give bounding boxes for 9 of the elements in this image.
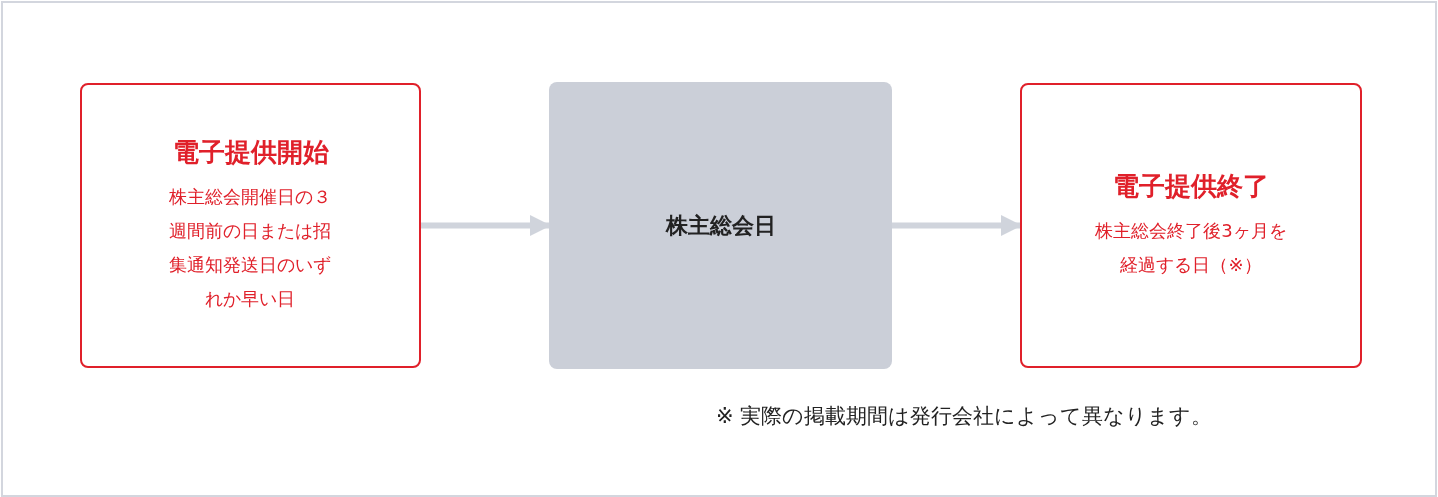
footnote: ※ 実際の掲載期間は発行会社によって異なります。: [716, 403, 1213, 430]
box-title: 電子提供開始: [172, 136, 329, 169]
box-description: 株主総会開催日の３週間前の日または招集通知発送日のいずれか早い日: [168, 185, 333, 311]
highlight-box: [1020, 83, 1362, 368]
highlight-box: [80, 83, 421, 368]
process-box: [549, 82, 892, 369]
box-title: 株主総会日: [665, 211, 776, 240]
box-title: 電子提供終了: [1113, 170, 1269, 203]
box-description: 株主総会終了後3ヶ月を経過する日（※）: [1094, 219, 1288, 277]
